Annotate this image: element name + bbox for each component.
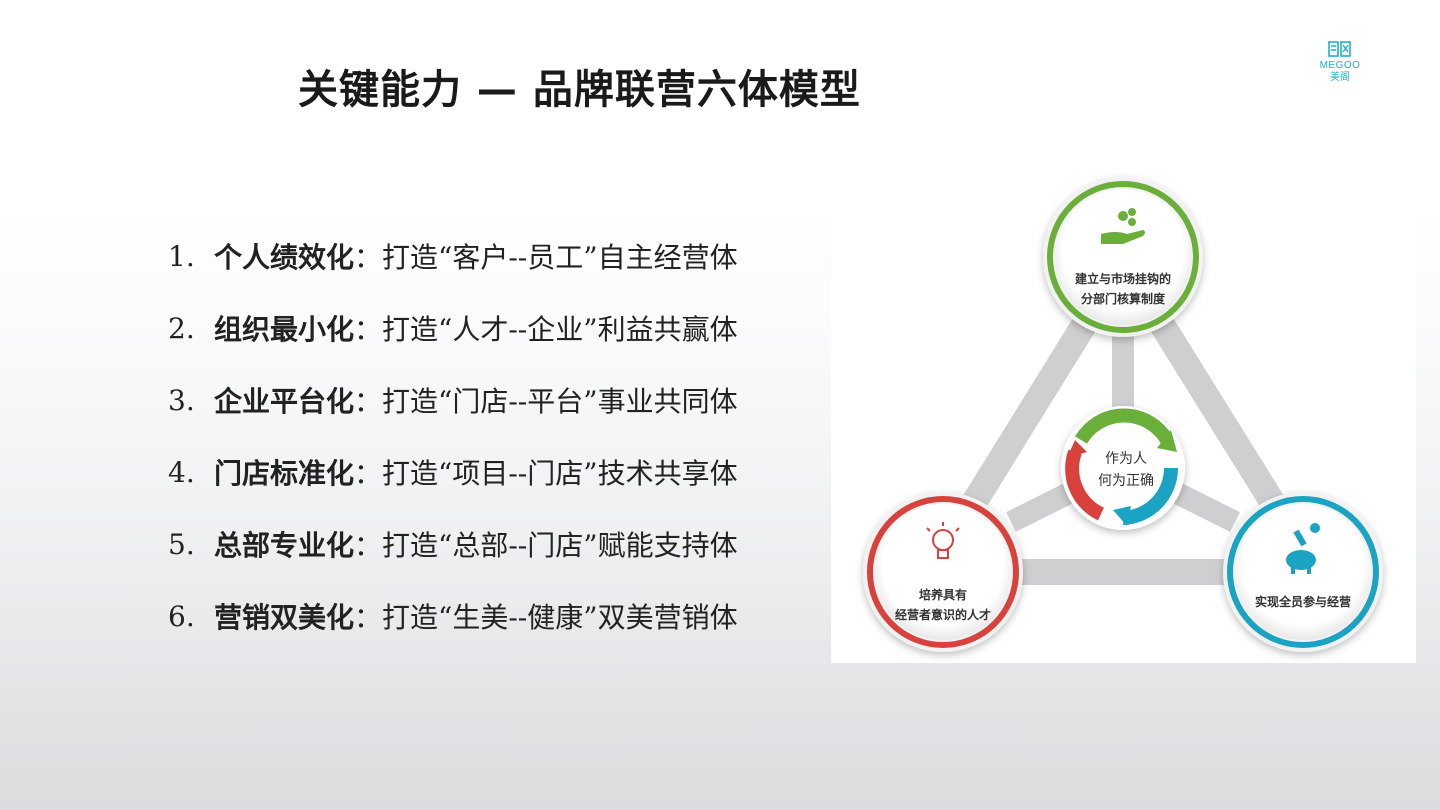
triangle-cycle-diagram: 建立与市场挂钩的 分部门核算制度 培养具有 经营者意识的人才 实现全员参与经营 … [831, 172, 1416, 663]
list-item: 4. 门店标准化 ： 打造“项目--门店”技术共享体 [168, 436, 828, 508]
lightbulb-icon [926, 522, 960, 559]
item-body: 打造“总部--门店”赋能支持体 [382, 529, 738, 562]
diagram-graphic [863, 177, 1383, 652]
top-circle-line2: 分部门核算制度 [1080, 292, 1165, 306]
right-circle-text: 实现全员参与经营 [1233, 592, 1373, 612]
item-colon: ： [354, 385, 383, 418]
left-circle-text: 培养具有 经营者意识的人才 [873, 585, 1013, 625]
triangle-frame [918, 249, 1329, 585]
list-item: 3. 企业平台化 ： 打造“门店--平台”事业共同体 [168, 364, 828, 436]
piggy-bank-icon [1286, 523, 1320, 574]
item-number: 3. [168, 383, 195, 417]
right-circle-line1: 实现全员参与经营 [1254, 595, 1351, 609]
list-item: 2. 组织最小化 ： 打造“人才--企业”利益共赢体 [168, 292, 828, 364]
left-circle-line2: 经营者意识的人才 [894, 608, 991, 622]
item-body: 打造“项目--门店”技术共享体 [382, 457, 738, 490]
item-number: 2. [168, 311, 195, 345]
item-colon: ： [354, 457, 383, 490]
cycle-arrows [1061, 406, 1185, 530]
brand-logo: MEGOO 美阁 [1310, 40, 1370, 94]
page-title: 关键能力 — 品牌联营六体模型 [298, 67, 861, 113]
model-list: 1. 个人绩效化 ： 打造“客户--员工”自主经营体 2. 组织最小化 ： 打造… [168, 220, 828, 652]
list-item: 1. 个人绩效化 ： 打造“客户--员工”自主经营体 [168, 220, 828, 292]
item-number: 6. [168, 599, 195, 633]
center-text: 作为人 何为正确 [1076, 448, 1176, 492]
item-body: 打造“生美--健康”双美营销体 [382, 601, 738, 634]
item-heading: 门店标准化 [214, 457, 355, 490]
top-circle-text: 建立与市场挂钩的 分部门核算制度 [1053, 269, 1193, 309]
item-colon: ： [354, 241, 383, 274]
item-colon: ： [354, 601, 383, 634]
item-body: 打造“门店--平台”事业共同体 [382, 385, 738, 418]
logo-brand-text: MEGOO [1319, 60, 1361, 71]
logo-cn-text: 美阁 [1330, 72, 1350, 83]
gears-hand-icon [1101, 208, 1145, 244]
left-circle-line1: 培养具有 [918, 588, 967, 602]
center-line2: 何为正确 [1098, 473, 1154, 489]
item-heading: 个人绩效化 [214, 241, 355, 274]
item-heading: 营销双美化 [214, 601, 355, 634]
item-number: 5. [168, 527, 195, 561]
megoo-logo-icon [1328, 41, 1351, 57]
list-item: 6. 营销双美化 ： 打造“生美--健康”双美营销体 [168, 580, 828, 652]
item-heading: 企业平台化 [214, 385, 355, 418]
top-circle [1043, 177, 1203, 337]
center-line1: 作为人 [1105, 451, 1147, 467]
item-heading: 总部专业化 [214, 529, 355, 562]
list-item: 5. 总部专业化 ： 打造“总部--门店”赋能支持体 [168, 508, 828, 580]
item-heading: 组织最小化 [214, 313, 355, 346]
item-body: 打造“人才--企业”利益共赢体 [382, 313, 738, 346]
left-circle [863, 492, 1023, 652]
item-colon: ： [354, 313, 383, 346]
item-number: 1. [168, 239, 195, 273]
item-body: 打造“客户--员工”自主经营体 [382, 241, 738, 274]
right-circle [1223, 492, 1383, 652]
top-circle-line1: 建立与市场挂钩的 [1074, 272, 1171, 286]
item-number: 4. [168, 455, 195, 489]
item-colon: ： [354, 529, 383, 562]
